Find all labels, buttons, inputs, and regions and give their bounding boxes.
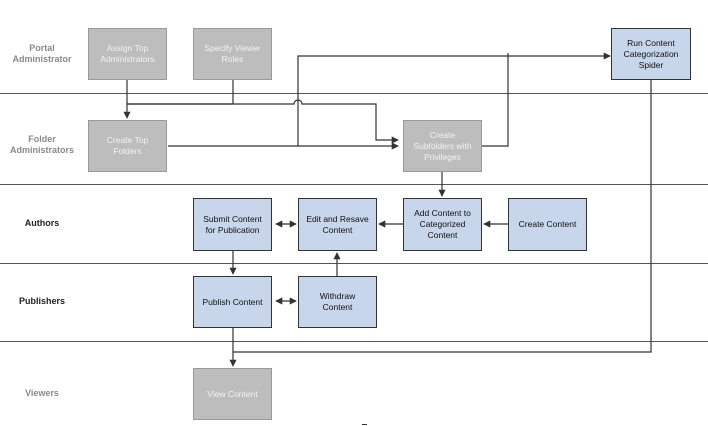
box-create-top-folders: Create Top Folders xyxy=(88,120,167,172)
lane-label-viewers: Viewers xyxy=(25,388,59,398)
lane-divider-2 xyxy=(0,184,708,185)
connector-subfolders-to-spider xyxy=(481,53,509,147)
lane-divider-3 xyxy=(0,263,708,264)
box-submit-content-for-publication: Submit Content for Publication xyxy=(193,198,272,251)
lane-divider-1 xyxy=(0,93,708,94)
box-specify-viewer-roles: Specify Viewer Roles xyxy=(193,28,272,80)
connector-to-spider-top xyxy=(297,52,611,146)
connector-spider-to-view xyxy=(233,80,652,353)
connector-portal-to-subfolders xyxy=(127,99,399,144)
lane-label-folder-administrators: Folder Administrators xyxy=(9,134,74,155)
lane-label-publishers: Publishers xyxy=(18,296,65,306)
box-edit-and-resave-content: Edit and Resave Content xyxy=(298,198,377,251)
box-withdraw-content: Withdraw Content xyxy=(298,276,377,328)
box-assign-top-administrators: Assign Top Administrators xyxy=(88,28,167,80)
lane-label-authors: Authors xyxy=(24,218,60,228)
box-view-content: View Content xyxy=(193,368,272,420)
page-tick-mark xyxy=(362,424,367,425)
box-create-content: Create Content xyxy=(508,198,587,251)
box-publish-content: Publish Content xyxy=(193,276,272,328)
lane-label-portal-administrator: Portal Administrator xyxy=(12,43,72,64)
box-create-subfolders-with-privileges: Create Subfolders with Privileges xyxy=(403,120,482,172)
box-add-content-to-categorized-content: Add Content to Categorized Content xyxy=(403,198,482,251)
lane-divider-4 xyxy=(0,341,708,342)
box-run-content-categorization-spider: Run Content Categorization Spider xyxy=(611,28,691,80)
